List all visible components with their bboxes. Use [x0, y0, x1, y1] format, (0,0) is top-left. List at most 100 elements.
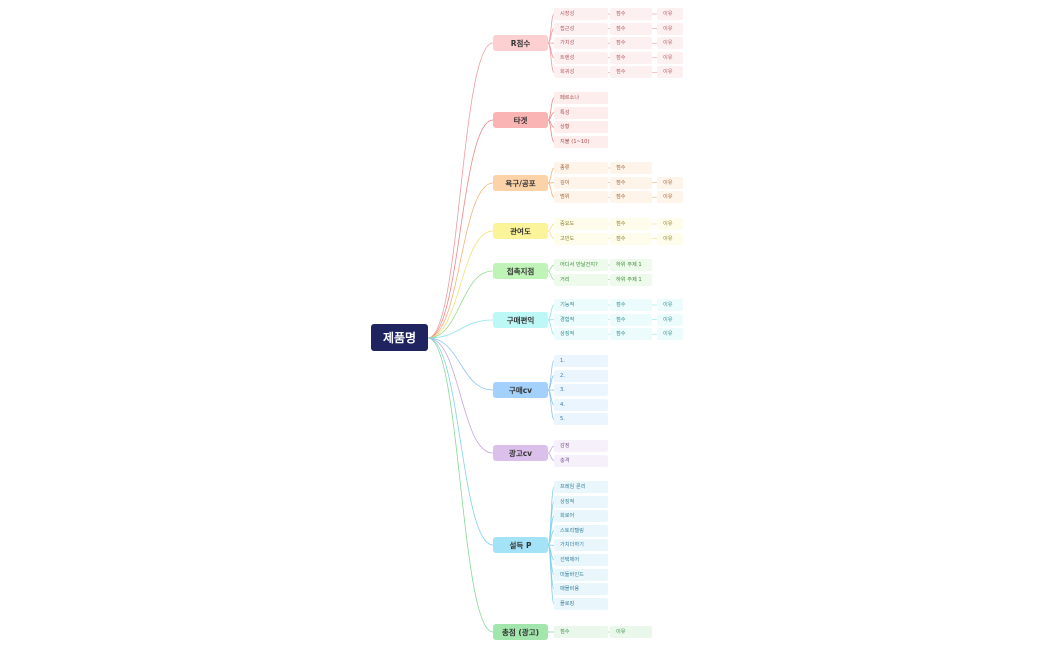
connector-target-3	[547, 119, 555, 143]
connector-benefit-2	[547, 319, 555, 335]
connector-root-persuasion	[427, 337, 494, 546]
connector-root-overall	[427, 337, 494, 633]
leaf-persuasion-5[interactable]: 선택제어	[554, 554, 608, 566]
leaf-purchase-cv-1[interactable]: 2.	[554, 369, 608, 382]
leaf-benefit-0-l2[interactable]: 점수	[610, 299, 652, 311]
leaf-benefit-0-l3[interactable]: 이유	[657, 299, 683, 311]
leaf-r-score-0-l3[interactable]: 이유	[657, 8, 683, 20]
leaf-desire-2[interactable]: 범위	[554, 191, 608, 204]
branch-ad-cv[interactable]: 광고cv	[493, 445, 548, 461]
leaf-overall-0-l2[interactable]: 이유	[610, 626, 652, 638]
connector-purchase-cv-1	[547, 375, 555, 391]
leaf-r-score-4[interactable]: 희귀성	[554, 66, 608, 79]
leaf-involvement-0-l3[interactable]: 이유	[657, 218, 683, 230]
branch-purchase-cv[interactable]: 구매cv	[493, 382, 548, 398]
leaf-persuasion-3[interactable]: 스토리텔링	[554, 524, 608, 537]
leaf-benefit-2[interactable]: 상징적	[554, 328, 608, 341]
leaf-desire-2-l3[interactable]: 이유	[657, 191, 683, 204]
connector-root-benefit	[427, 319, 494, 339]
leaf-benefit-0[interactable]: 기능적	[554, 299, 608, 311]
leaf-benefit-2-l3[interactable]: 이유	[657, 328, 683, 341]
leaf-touchpoint-1-l2[interactable]: 하위 주제 1	[610, 273, 652, 286]
leaf-target-0[interactable]: 페르소나	[554, 92, 608, 104]
leaf-r-score-1-l3[interactable]: 이유	[657, 22, 683, 35]
leaf-purchase-cv-3[interactable]: 4.	[554, 398, 608, 411]
leaf-r-score-2[interactable]: 가치성	[554, 37, 608, 50]
connector-benefit-0	[547, 304, 555, 321]
connector-root-r-score	[427, 42, 494, 339]
leaf-involvement-1[interactable]: 고민도	[554, 232, 608, 245]
branch-benefit[interactable]: 구매편익	[493, 312, 548, 328]
leaf-persuasion-0[interactable]: 프레임 론리	[554, 481, 608, 493]
connector-persuasion-8	[547, 544, 555, 605]
leaf-desire-2-l2[interactable]: 점수	[610, 191, 652, 204]
branch-target[interactable]: 타겟	[493, 112, 548, 128]
branch-desire[interactable]: 욕구/공포	[493, 175, 548, 191]
connector-root-ad-cv	[427, 337, 494, 454]
leaf-persuasion-1[interactable]: 상징적	[554, 495, 608, 508]
leaf-desire-1[interactable]: 깊이	[554, 176, 608, 189]
leaf-involvement-0-l2[interactable]: 점수	[610, 218, 652, 230]
leaf-r-score-3-l3[interactable]: 이유	[657, 51, 683, 64]
leaf-r-score-4-l2[interactable]: 점수	[610, 66, 652, 79]
connector-r-score-4	[547, 42, 555, 73]
connector-involvement-1	[547, 230, 555, 239]
connector-ad-cv-1	[547, 452, 555, 461]
connector-purchase-cv-4	[547, 389, 555, 420]
branch-persuasion[interactable]: 설득 P	[493, 537, 548, 553]
connector-root-touchpoint	[427, 270, 494, 339]
leaf-r-score-2-l3[interactable]: 이유	[657, 37, 683, 50]
branch-overall[interactable]: 총점 (광고)	[493, 624, 548, 640]
leaf-persuasion-6[interactable]: 미들바인드	[554, 568, 608, 581]
leaf-r-score-1[interactable]: 접근성	[554, 22, 608, 35]
leaf-persuasion-4[interactable]: 가치더하기	[554, 539, 608, 552]
connector-root-involvement	[427, 230, 494, 339]
connector-root-purchase-cv	[427, 337, 494, 391]
root-topic[interactable]: 제품명	[371, 324, 428, 351]
leaf-persuasion-8[interactable]: 플로킹	[554, 597, 608, 610]
connector-touchpoint-1	[547, 270, 555, 280]
leaf-r-score-3-l2[interactable]: 점수	[610, 51, 652, 64]
leaf-r-score-0[interactable]: 시장성	[554, 8, 608, 20]
leaf-desire-1-l2[interactable]: 점수	[610, 176, 652, 189]
leaf-desire-0[interactable]: 종류	[554, 162, 608, 174]
branch-r-score[interactable]: R점수	[493, 35, 548, 51]
branch-involvement[interactable]: 관여도	[493, 223, 548, 239]
branch-touchpoint[interactable]: 접촉지점	[493, 263, 548, 279]
leaf-target-2[interactable]: 상황	[554, 121, 608, 134]
connector-desire-0	[547, 167, 555, 184]
leaf-desire-0-l2[interactable]: 점수	[610, 162, 652, 174]
leaf-ad-cv-0[interactable]: 감정	[554, 440, 608, 452]
leaf-touchpoint-1[interactable]: 거리	[554, 273, 608, 286]
leaf-target-3[interactable]: 지불 (1~10)	[554, 135, 608, 148]
connector-r-score-1	[547, 28, 555, 44]
leaf-r-score-2-l2[interactable]: 점수	[610, 37, 652, 50]
leaf-persuasion-7[interactable]: 매몰비용	[554, 583, 608, 596]
leaf-benefit-1[interactable]: 경험적	[554, 313, 608, 326]
leaf-desire-1-l3[interactable]: 이유	[657, 176, 683, 189]
leaf-benefit-2-l2[interactable]: 점수	[610, 328, 652, 341]
connector-root-desire	[427, 182, 494, 339]
leaf-purchase-cv-2[interactable]: 3.	[554, 384, 608, 397]
leaf-ad-cv-1[interactable]: 충격	[554, 454, 608, 467]
leaf-involvement-1-l3[interactable]: 이유	[657, 232, 683, 245]
leaf-touchpoint-0-l2[interactable]: 하위 주제 1	[610, 259, 652, 271]
leaf-persuasion-2[interactable]: 희로어	[554, 510, 608, 523]
leaf-overall-0[interactable]: 점수	[554, 626, 608, 638]
connector-desire-2	[547, 182, 555, 198]
leaf-purchase-cv-4[interactable]: 5.	[554, 413, 608, 426]
leaf-r-score-3[interactable]: 트렌성	[554, 51, 608, 64]
leaf-benefit-1-l2[interactable]: 점수	[610, 313, 652, 326]
leaf-benefit-1-l3[interactable]: 이유	[657, 313, 683, 326]
leaf-purchase-cv-0[interactable]: 1.	[554, 355, 608, 367]
leaf-r-score-4-l3[interactable]: 이유	[657, 66, 683, 79]
leaf-involvement-0[interactable]: 중요도	[554, 218, 608, 230]
leaf-touchpoint-0[interactable]: 어디서 만날건지?	[554, 259, 608, 271]
leaf-r-score-1-l2[interactable]: 점수	[610, 22, 652, 35]
connector-persuasion-3	[547, 530, 555, 546]
leaf-involvement-1-l2[interactable]: 점수	[610, 232, 652, 245]
leaf-target-1[interactable]: 특성	[554, 106, 608, 119]
leaf-r-score-0-l2[interactable]: 점수	[610, 8, 652, 20]
